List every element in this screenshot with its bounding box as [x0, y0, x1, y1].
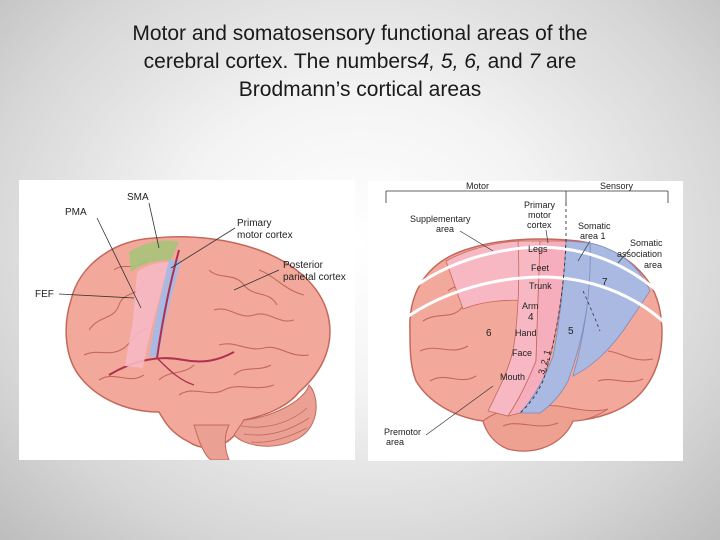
label-supplementary-1: Supplementary	[410, 214, 471, 224]
slide-title: Motor and somatosensory functional areas…	[40, 20, 680, 104]
label-somatic-1: Somatic	[578, 221, 611, 231]
cortical-map-svg: Motor Sensory	[376, 181, 675, 452]
title-and: and	[481, 50, 529, 73]
label-premotor-1: Premotor	[384, 427, 421, 437]
cerebellum	[233, 384, 317, 447]
label-premotor-2: area	[386, 437, 404, 447]
number-5: 5	[568, 326, 574, 337]
header-sensory: Sensory	[600, 181, 634, 191]
label-somatic-assoc-2: association	[617, 249, 662, 259]
title-line-3: Brodmann’s cortical areas	[238, 78, 482, 101]
label-sma: SMA	[127, 192, 149, 203]
cortical-map-figure: Motor Sensory	[368, 181, 683, 461]
label-feet: Feet	[531, 263, 550, 273]
header-motor: Motor	[466, 181, 489, 191]
label-hand: Hand	[515, 328, 537, 338]
label-primary-motor: Primary	[237, 218, 271, 229]
label-posterior: Posterior	[283, 260, 324, 271]
label-somatic-assoc-3: area	[644, 260, 662, 270]
title-line-1: Motor and somatosensory functional areas…	[132, 22, 588, 45]
label-legs: Legs	[528, 244, 548, 254]
label-trunk: Trunk	[529, 281, 552, 291]
premotor-region	[125, 262, 169, 368]
leader-lines	[58, 202, 280, 309]
title-numbers: 4, 5, 6,	[417, 50, 482, 73]
number-7: 7	[602, 277, 608, 288]
label-primary-motor-2: motor cortex	[237, 230, 293, 241]
title-line-2-text: cerebral cortex. The numbers	[143, 50, 418, 73]
sma-region	[129, 240, 179, 272]
label-somatic-assoc-1: Somatic	[630, 238, 663, 248]
label-posterior-2: parietal cortex	[283, 272, 346, 283]
label-primary-motor-cortex-3: cortex	[527, 220, 552, 230]
title-line-2: cerebral cortex. The numbers4, 5, 6, and…	[40, 48, 680, 76]
brain-stem	[193, 424, 230, 460]
number-4: 4	[528, 312, 534, 323]
label-face: Face	[512, 348, 532, 358]
label-fef: FEF	[35, 289, 54, 300]
lateral-brain-svg: SMA PMA Primary motor cortex Posterior p…	[35, 192, 346, 460]
title-are: are	[540, 50, 577, 73]
label-mouth: Mouth	[500, 372, 525, 382]
callout-lines	[425, 229, 631, 436]
label-primary-motor-cortex-1: Primary	[524, 200, 555, 210]
label-supplementary-2: area	[436, 224, 454, 234]
central-sulcus	[156, 249, 180, 359]
label-primary-motor-cortex-2: motor	[528, 210, 551, 220]
label-somatic-2: area 1	[580, 231, 606, 241]
gyri-lines	[83, 259, 310, 396]
section-arcs	[376, 245, 675, 343]
header-bracket	[385, 190, 669, 203]
label-pma: PMA	[65, 207, 87, 218]
number-6: 6	[486, 328, 492, 339]
title-seven: 7	[528, 50, 541, 73]
label-arm: Arm	[522, 301, 539, 311]
central-sulcus-dashed	[519, 203, 567, 414]
lateral-brain-figure: SMA PMA Primary motor cortex Posterior p…	[19, 180, 355, 460]
somatic-association-area	[572, 242, 651, 377]
